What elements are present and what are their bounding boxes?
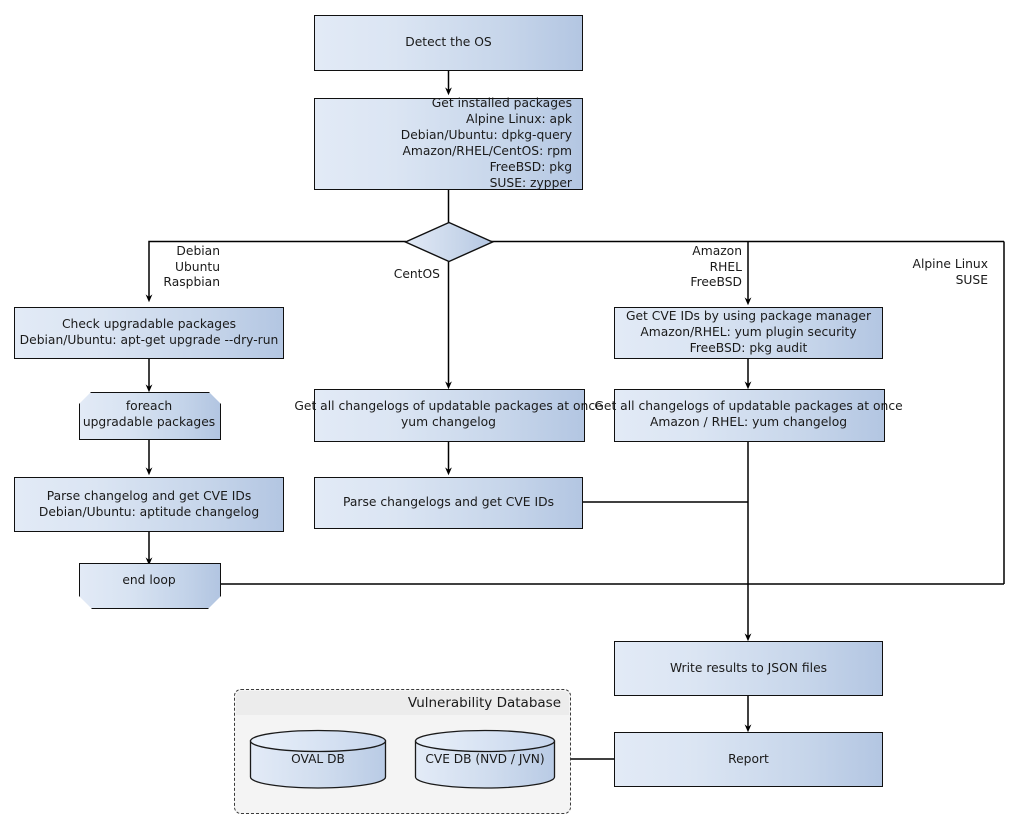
text-line: Debian/Ubuntu: dpkg-query (400, 128, 572, 143)
db-cve-label: CVE DB (NVD / JVN) (425, 752, 545, 766)
text-line: Debian/Ubuntu: aptitude changelog (38, 504, 260, 519)
text-line: Amazon / RHEL: yum changelog (649, 414, 848, 429)
node-get-changelogs-centos-text: Get all changelogs of updatable packages… (294, 389, 602, 440)
node-write-results-json-label: Write results to JSON files (669, 660, 828, 675)
node-get-cve-ids-package-manager[interactable]: Get CVE IDs by using package manager Ama… (614, 307, 883, 359)
node-parse-changelog-debian[interactable]: Parse changelog and get CVE IDs Debian/U… (14, 477, 284, 532)
text-line: Amazon/RHEL: yum plugin security (640, 325, 857, 339)
text-line: Alpine Linux: apk (466, 112, 572, 127)
end-loop-shape (79, 563, 221, 609)
text-line: SUSE (955, 272, 988, 287)
node-end-loop[interactable]: end loop (79, 563, 219, 607)
branch-label-alpine: Alpine Linux SUSE (870, 257, 988, 288)
text-line: end loop (122, 573, 176, 587)
text-line: Debian/Ubuntu: apt-get upgrade --dry-run (19, 333, 279, 347)
text-line: Raspbian (163, 275, 220, 290)
text-line: Amazon (692, 244, 742, 258)
node-foreach-loop-start[interactable]: foreach upgradable packages (79, 392, 219, 438)
db-oval-cylinder-icon (249, 729, 387, 789)
group-vulnerability-database-title: Vulnerability Database (407, 695, 561, 711)
node-detect-os[interactable]: Detect the OS (314, 15, 583, 71)
text-line: upgradable packages (82, 415, 216, 429)
node-report-label: Report (728, 751, 769, 766)
text-line: FreeBSD: pkg audit (689, 340, 808, 355)
node-get-changelogs-centos[interactable] (314, 389, 585, 442)
decision-diamond-shape (404, 221, 494, 263)
node-parse-changelogs-centos[interactable]: Parse changelogs and get CVE IDs (314, 477, 583, 529)
text-line: Get installed packages (431, 96, 572, 111)
text-line: Ubuntu (174, 259, 220, 274)
text-line: Alpine Linux (912, 257, 988, 271)
text-line: Check upgradable packages (61, 317, 237, 332)
db-cve-cylinder-icon (414, 729, 556, 789)
node-write-results-json[interactable]: Write results to JSON files (614, 641, 883, 696)
db-cve[interactable]: CVE DB (NVD / JVN) (414, 729, 556, 789)
node-foreach-loop-start-text: foreach upgradable packages (79, 392, 219, 438)
text-line: RHEL (709, 259, 742, 274)
text-line: SUSE: zypper (489, 175, 572, 190)
db-oval[interactable]: OVAL DB (249, 729, 387, 789)
branch-label-debian: Debian Ubuntu Raspbian (90, 244, 220, 291)
text-line: FreeBSD (690, 275, 742, 290)
node-get-cve-ids-package-manager-text: Get CVE IDs by using package manager Ama… (615, 309, 882, 357)
text-line: foreach (125, 399, 173, 414)
node-report[interactable]: Report (614, 732, 883, 787)
node-get-installed-packages[interactable]: Get installed packages Alpine Linux: apk… (314, 96, 583, 192)
db-oval-label: OVAL DB (291, 752, 345, 766)
branch-label-amazon: Amazon RHEL FreeBSD (620, 244, 742, 291)
node-get-changelogs-rhel[interactable] (614, 389, 885, 442)
group-vulnerability-database-header: Vulnerability Database (236, 691, 569, 715)
branch-label-centos: CentOS (320, 267, 440, 283)
text-line: Get all changelogs of updatable packages… (294, 398, 603, 413)
node-check-upgradable-packages[interactable]: Check upgradable packages Debian/Ubuntu:… (14, 307, 284, 359)
foreach-loop-shape (79, 392, 221, 440)
node-get-installed-packages-text: Get installed packages Alpine Linux: apk… (315, 96, 582, 192)
text-line: CentOS (393, 267, 440, 281)
node-parse-changelogs-centos-label: Parse changelogs and get CVE IDs (343, 495, 554, 509)
text-line: Amazon/RHEL/CentOS: rpm (402, 144, 572, 158)
node-end-loop-text: end loop (79, 563, 219, 599)
text-line: yum changelog (401, 414, 496, 429)
text-line: Parse changelog and get CVE IDs (46, 488, 252, 503)
node-detect-os-label: Detect the OS (405, 35, 492, 49)
text-line: Debian (176, 244, 220, 258)
text-line: Get all changelogs of updatable packages… (594, 398, 903, 413)
text-line: FreeBSD: pkg (489, 159, 572, 174)
node-check-upgradable-packages-text: Check upgradable packages Debian/Ubuntu:… (15, 317, 283, 349)
node-os-decision[interactable] (404, 221, 494, 263)
node-get-changelogs-rhel-text: Get all changelogs of updatable packages… (594, 389, 902, 440)
node-parse-changelog-debian-text: Parse changelog and get CVE IDs Debian/U… (15, 489, 283, 521)
text-line: Get CVE IDs by using package manager (625, 309, 872, 324)
